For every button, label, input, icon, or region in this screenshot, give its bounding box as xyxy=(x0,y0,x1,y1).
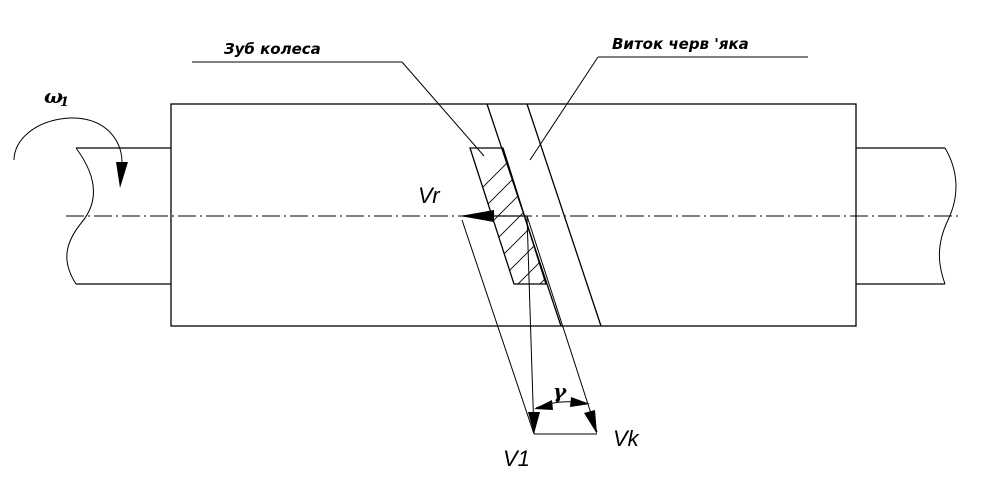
gear-tooth xyxy=(469,147,547,285)
left-shaft xyxy=(66,147,171,285)
right-shaft xyxy=(856,147,957,285)
omega-label: ω xyxy=(44,84,63,108)
worm-thread-label: Виток черв 'яка xyxy=(612,35,749,53)
worm-thread xyxy=(486,103,602,327)
gear-tooth-label: Зуб колеса xyxy=(224,40,321,58)
velocity-triangle xyxy=(460,210,598,435)
leader-lines xyxy=(192,56,808,161)
vk-label: Vk xyxy=(613,426,640,451)
gamma-label: γ xyxy=(553,379,567,403)
rotation-arrow xyxy=(13,117,128,188)
vr-label: Vr xyxy=(418,183,441,208)
v1-label: V1 xyxy=(503,446,530,471)
worm-body xyxy=(170,103,857,327)
omega-subscript: 1 xyxy=(60,95,69,110)
